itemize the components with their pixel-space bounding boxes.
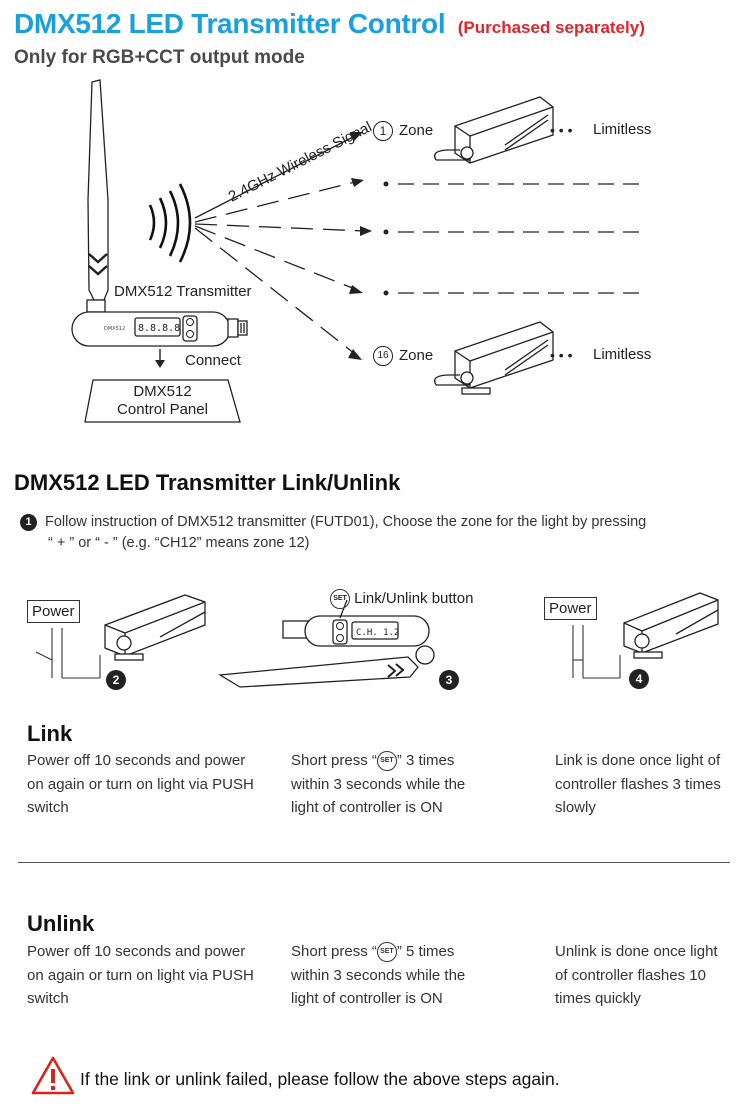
more-dots: • • •: [550, 347, 573, 363]
link-col2-line: within 3 seconds while the: [291, 775, 466, 793]
transmitter-device-icon: [71, 311, 248, 347]
power-label-step4: Power: [544, 597, 597, 620]
step2-wiring: [35, 628, 101, 679]
control-panel-label: DMX512 Control Panel: [85, 383, 240, 419]
link-col3: Link is done once light of controller fl…: [555, 749, 740, 820]
unlink-col1-line: switch: [27, 990, 69, 1007]
set-button-icon: SET: [330, 589, 350, 609]
unlink-col1: Power off 10 seconds and power on again …: [27, 940, 277, 1011]
step2-badge: 2: [106, 670, 126, 690]
link-col1-line: Power off 10 seconds and power: [27, 752, 246, 769]
title-row: DMX512 LED Transmitter Control (Purchase…: [14, 8, 645, 40]
warning-text: If the link or unlink failed, please fol…: [80, 1069, 560, 1089]
power-label-step2: Power: [27, 600, 80, 623]
link-col2-pre: Short press “: [291, 752, 377, 769]
signal-arrowheads: [348, 132, 372, 360]
zone-first-text: Zone: [399, 121, 434, 139]
link-col1-line: switch: [27, 799, 69, 816]
link-col2: Short press “SET” 3 times within 3 secon…: [291, 749, 531, 820]
set-button-icon: SET: [376, 751, 397, 772]
link-col1: Power off 10 seconds and power on again …: [27, 749, 277, 820]
link-col2-post: ” 3 times: [396, 752, 455, 769]
panel-line-1: DMX512: [133, 383, 192, 400]
wireless-diagram: 8.8.8.8 DMX512: [71, 79, 640, 423]
step1-line1: Follow instruction of DMX512 transmitter…: [45, 514, 647, 530]
unlink-col1-line: on again or turn on light via PUSH: [27, 966, 254, 984]
signal-waves-icon: [148, 183, 192, 263]
link-col2-line: Short press “SET” 3 times: [291, 749, 531, 773]
link-heading: Link: [27, 721, 73, 746]
transmitter-display: 8.8.8.8: [138, 323, 180, 334]
transmitter-label: DMX512 Transmitter: [114, 283, 252, 300]
more-zones-dashes: [383, 181, 640, 296]
signal-lines: [194, 135, 366, 355]
link-col2-line: light of controller is ON: [291, 799, 443, 816]
unlink-col2-line: light of controller is ON: [291, 990, 443, 1007]
section-divider: [18, 862, 730, 863]
link-col3-line: slowly: [555, 799, 596, 816]
step2-controller-icon: [104, 594, 206, 661]
section-title-link-unlink: DMX512 LED Transmitter Link/Unlink: [14, 470, 401, 495]
panel-line-2: Control Panel: [117, 401, 208, 418]
step4-wiring: [572, 625, 621, 679]
set-button-callout: SET Link/Unlink button: [330, 589, 473, 609]
unlink-col2-line: Short press “SET” 5 times: [291, 940, 531, 964]
warning-triangle-icon: [31, 1056, 75, 1095]
zone-last-number: 16: [373, 346, 393, 366]
unlink-col3-line: times quickly: [555, 990, 641, 1007]
connect-label: Connect: [185, 352, 241, 369]
link-col3-line: controller flashes 3 times: [555, 775, 721, 793]
unlink-col2-line: within 3 seconds while the: [291, 966, 466, 984]
link-col1-line: on again or turn on light via PUSH: [27, 775, 254, 793]
title-note: (Purchased separately): [457, 18, 645, 37]
zone-last-text: Zone: [399, 346, 434, 364]
control-panel-icon: [84, 379, 241, 423]
unlink-col3-line: Unlink is done once light: [555, 943, 718, 960]
zone-first-number: 1: [373, 121, 393, 141]
device-display: C.H. 1.2: [356, 628, 399, 638]
zone-first-label: 1 Zone: [373, 121, 433, 141]
controller-zone-1-icon: [433, 96, 554, 164]
unlink-col3: Unlink is done once light of controller …: [555, 940, 740, 1011]
step4-controller-icon: [623, 592, 719, 659]
steps-illustration: C.H. 1.2: [35, 592, 719, 688]
unlink-col1-line: Power off 10 seconds and power: [27, 943, 246, 960]
unlink-col3-line: of controller flashes 10: [555, 966, 706, 984]
step1-line2: “ + ” or “ - ” (e.g. “CH12” means zone 1…: [48, 535, 310, 551]
set-button-icon: SET: [376, 942, 397, 963]
step3-badge: 3: [439, 670, 459, 690]
step4-badge: 4: [629, 669, 649, 689]
unlink-heading: Unlink: [27, 911, 95, 936]
limitless-label-top: Limitless: [593, 121, 652, 138]
unlink-col2: Short press “SET” 5 times within 3 secon…: [291, 940, 531, 1011]
page-subtitle: Only for RGB+CCT output mode: [14, 47, 305, 68]
unlink-col2-pre: Short press “: [291, 943, 377, 960]
set-button-label: Link/Unlink button: [354, 589, 474, 607]
controller-zone-16-icon: [433, 321, 554, 395]
svg-text:DMX512: DMX512: [104, 326, 125, 332]
zone-last-label: 16 Zone: [373, 346, 433, 366]
step1-badge: 1: [20, 514, 37, 531]
limitless-label-bottom: Limitless: [593, 346, 652, 363]
link-col3-line: Link is done once light of: [555, 752, 721, 769]
step3-transmitter-icon: [217, 599, 435, 688]
unlink-col2-post: ” 5 times: [396, 943, 455, 960]
step1-instruction: 1 Follow instruction of DMX512 transmitte…: [20, 512, 720, 554]
more-dots: • • •: [550, 122, 573, 138]
page-title: DMX512 LED Transmitter Control: [14, 8, 446, 39]
connect-arrow-icon: [155, 349, 165, 368]
antenna-icon: [86, 79, 109, 313]
